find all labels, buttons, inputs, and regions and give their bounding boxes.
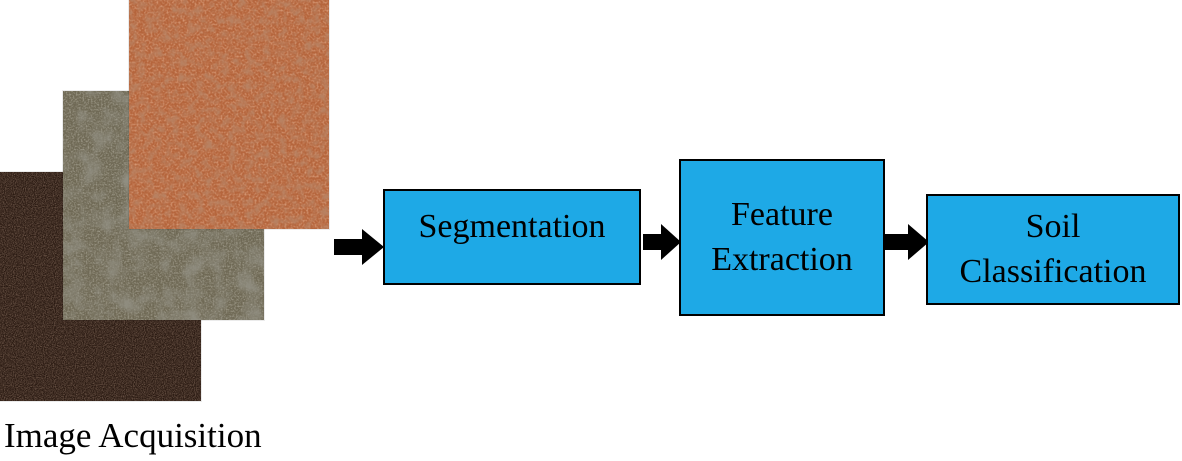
feature-extraction-label-line-1: Feature [731, 196, 833, 234]
feature-extraction-label-line-2: Extraction [711, 240, 853, 278]
feature-extraction-box: Feature Extraction [679, 159, 885, 316]
image-acquisition-caption: Image Acquisition [4, 416, 262, 455]
arrow-right-icon [334, 227, 384, 267]
soil-classification-label-line-1: Soil [1025, 208, 1081, 246]
arrow-right-icon [643, 222, 681, 262]
segmentation-label: Segmentation [418, 208, 606, 245]
soil-classification-label-line-2: Classification [959, 252, 1147, 290]
arrow-right-icon [884, 222, 929, 262]
soil-classification-box: Soil Classification [926, 194, 1180, 305]
segmentation-box: Segmentation [383, 189, 641, 285]
red-soil-image [129, 0, 329, 229]
